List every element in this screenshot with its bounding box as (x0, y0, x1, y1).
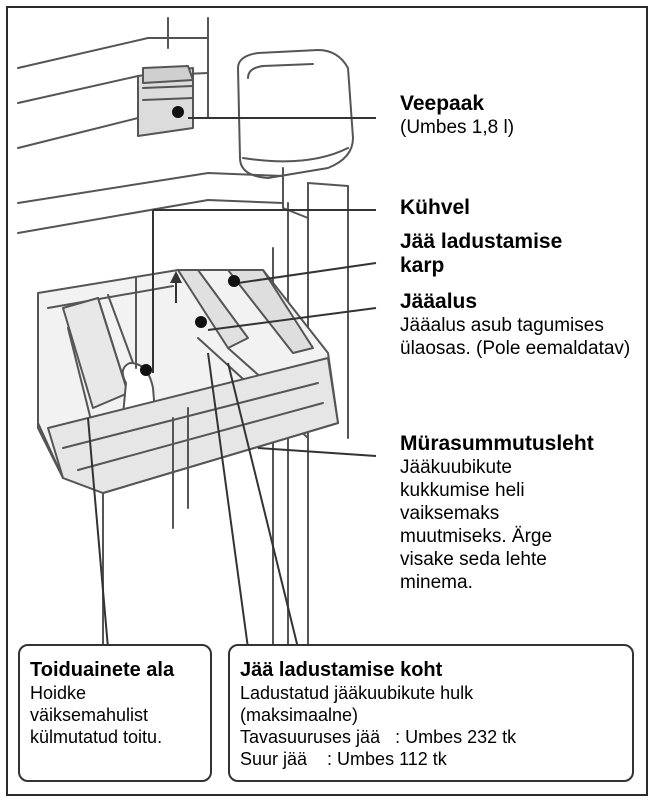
callout-dot-jaaalus (195, 316, 207, 328)
callout-jaaalus: Jääalus Jääalus asub tagumises ülaosas. … (400, 290, 635, 360)
box-toiduainete-desc: Hoidke väiksemahulist külmutatud toitu. (30, 683, 163, 747)
main-shelf (17, 172, 284, 204)
callout-veepaak-title: Veepaak (400, 92, 485, 115)
freezer-ice-box-illustration (17, 17, 377, 649)
callout-jaaalus-title: Jääalus (400, 290, 478, 313)
box-ladustamise-desc: Ladustatud jääkuubikute hulk (maksimaaln… (240, 683, 474, 725)
callout-jaaalus-desc: Jääalus asub tagumises ülaosas. (Pole ee… (400, 315, 631, 359)
callout-murasummutus-desc: Jääkuubikute kukkumise heli vaiksemaks m… (400, 457, 553, 593)
box-ladustamise-row-large: Suur jää : Umbes 112 tk (240, 749, 447, 769)
leader-ladustamise-2 (227, 362, 299, 649)
box-ladustamise-title: Jää ladustamise koht (240, 659, 443, 681)
callout-dot-veepaak (172, 106, 184, 118)
upper-shelf-edge (17, 37, 209, 69)
box-toiduainete-title: Toiduainete ala (30, 659, 175, 681)
callout-murasummutus-title: Mürasummutusleht (400, 432, 594, 455)
callout-karp: Jää ladustamise karp (400, 230, 610, 278)
callout-veepaak-desc: (Umbes 1,8 l) (400, 117, 515, 138)
callout-dot-karp (228, 275, 240, 287)
callout-veepaak: Veepaak (Umbes 1,8 l) (400, 92, 514, 139)
leader-karp (237, 262, 377, 284)
box-jaa-ladustamise-koht: Jää ladustamise koht Ladustatud jääkuubi… (228, 644, 634, 782)
leader-jaaalus (207, 307, 377, 331)
leader-murasummutus (257, 447, 377, 457)
leader-ladustamise-1 (207, 352, 249, 649)
callout-kuhvel: Kühvel (400, 196, 470, 220)
leader-toiduainete (87, 417, 109, 649)
arrow-up-icon (170, 271, 182, 303)
callout-kuhvel-title: Kühvel (400, 196, 471, 219)
callout-murasummutus: Mürasummutusleht Jääkuubikute kukkumise … (400, 432, 600, 594)
box-ladustamise-row-regular: Tavasuuruses jää : Umbes 232 tk (240, 727, 517, 747)
ice-tray (177, 269, 249, 349)
box-toiduainete-ala: Toiduainete ala Hoidke väiksemahulist kü… (18, 644, 212, 782)
callout-dot-kuhvel (140, 364, 152, 376)
callout-karp-title: Jää ladustamise karp (400, 230, 563, 277)
